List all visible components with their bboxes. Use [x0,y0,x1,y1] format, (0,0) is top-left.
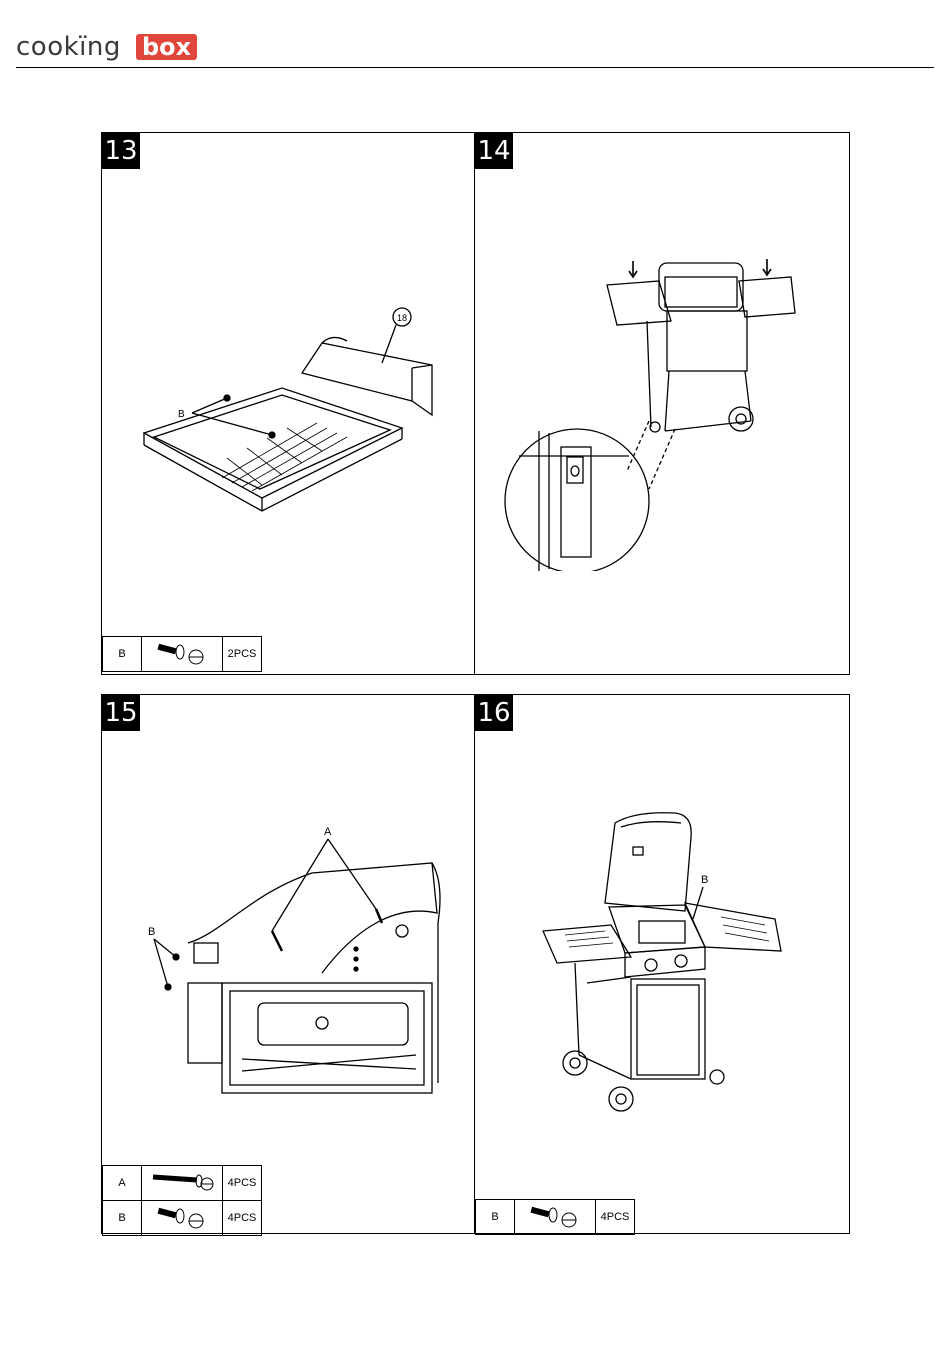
part-code: B [476,1200,515,1235]
step-number: 13 [102,133,140,169]
part-qty: 4PCS [223,1166,262,1201]
warming-rack-illustration: 18 B [132,303,452,543]
parts-table: B 2PCS [102,636,262,672]
firebox-bracket-illustration: A B [132,823,452,1113]
screw-callout-b: B [178,409,185,420]
long-bolt-icon [142,1166,223,1201]
parts-row: B 4PCS [476,1200,635,1235]
parts-row: B 2PCS [103,637,262,672]
part-qty: 4PCS [223,1201,262,1236]
step-14-panel: 14 [474,132,850,675]
screw-icon [142,1201,223,1236]
part-qty: 2PCS [223,637,262,672]
logo-box-badge: box [136,34,197,60]
step-number: 16 [475,695,513,731]
grill-side-shelves-illustration [499,251,829,571]
screw-callout-b: B [148,926,155,938]
part-qty: 4PCS [596,1200,635,1235]
parts-table: B 4PCS [475,1199,635,1235]
header-divider [16,67,934,68]
part-code: B [103,637,142,672]
logo-text: cookïng [16,30,121,64]
step-number: 14 [475,133,513,169]
step-16-panel: 16 B B 4PCS [474,694,850,1234]
parts-row: B 4PCS [103,1201,262,1236]
screw-callout-b: B [701,874,708,886]
part-code: A [103,1166,142,1201]
step-15-panel: 15 A B A 4PCS [101,694,476,1234]
part-code: B [103,1201,142,1236]
screw-icon [142,637,223,672]
parts-row: A 4PCS [103,1166,262,1201]
assembled-grill-illustration: B [535,807,795,1127]
screw-icon [515,1200,596,1235]
bolt-callout-a: A [324,826,332,838]
step-13-panel: 13 18 B B [101,132,476,675]
parts-table: A 4PCS B 4PCS [102,1165,262,1236]
step-number: 15 [102,695,140,731]
part-number-label: 18 [397,313,407,323]
